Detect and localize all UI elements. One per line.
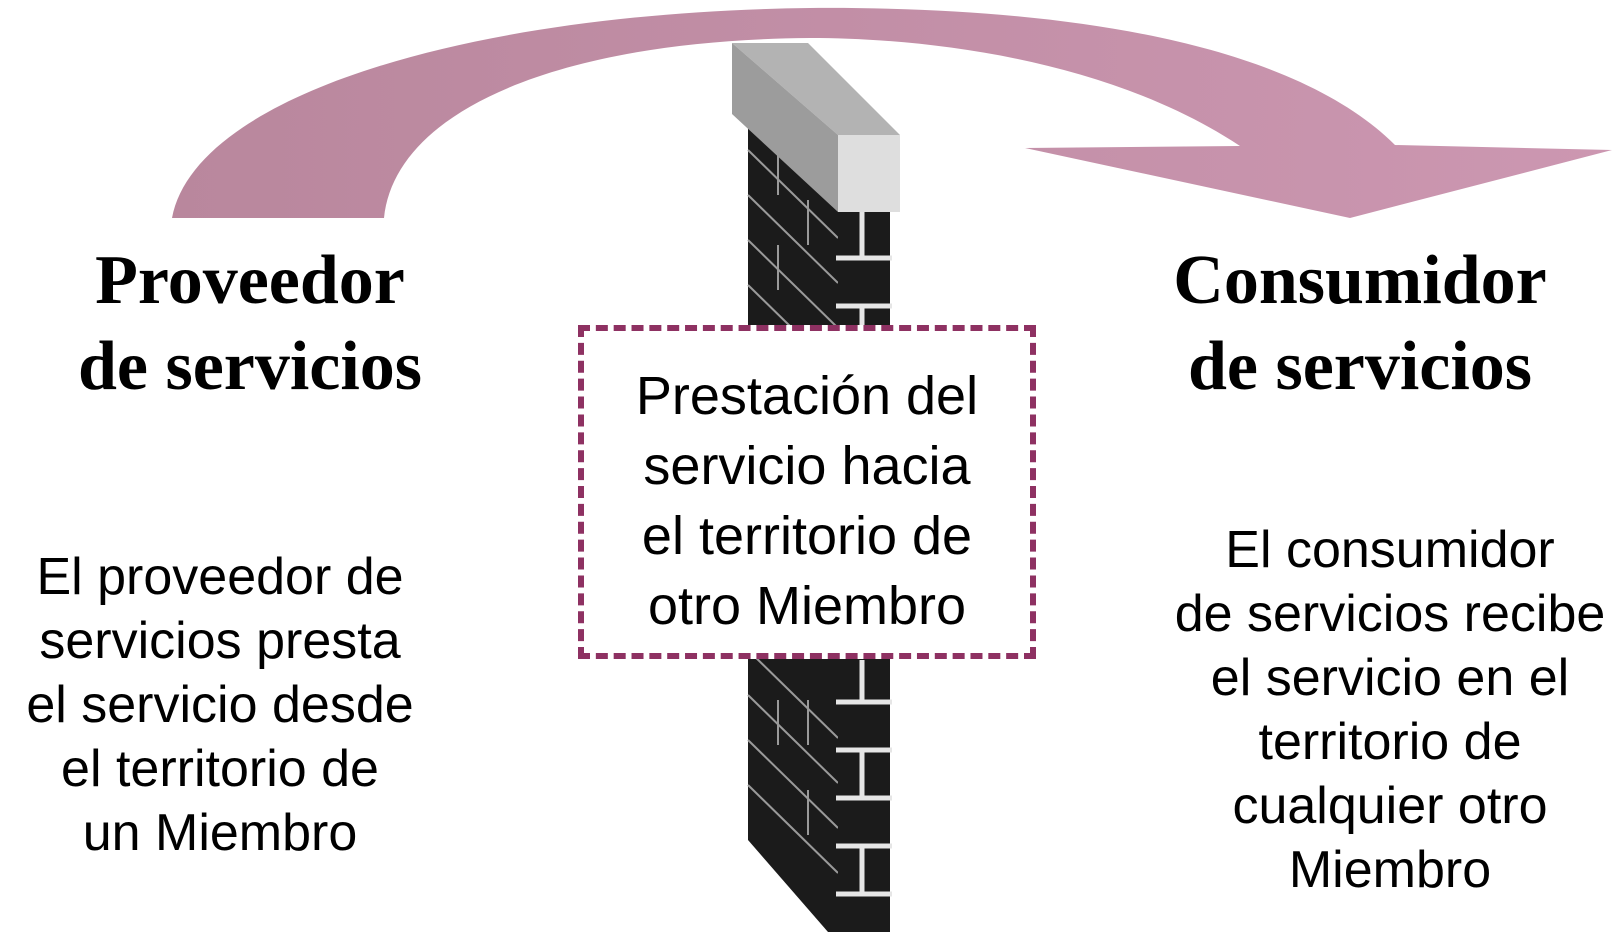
provider-text-line: el territorio de: [61, 740, 379, 798]
consumer-text-line: Miembro: [1288, 841, 1492, 899]
consumer-text-line: el servicio en el: [1210, 649, 1570, 707]
consumer-text-line: territorio de: [1258, 713, 1522, 771]
provider-text-line: un Miembro: [82, 804, 358, 862]
provider-heading: Proveedor de servicios: [40, 238, 460, 410]
consumer-heading: Consumidor de servicios: [1150, 238, 1570, 410]
consumer-text-line: de servicios recibe: [1174, 585, 1606, 643]
service-supply-text: Prestación del servicio hacia el territo…: [584, 361, 1030, 641]
consumer-heading-line: Consumidor: [1173, 242, 1547, 319]
service-supply-line: el territorio de: [641, 506, 973, 566]
provider-text-line: el servicio desde: [26, 676, 414, 734]
provider-heading-line: Proveedor: [95, 242, 405, 319]
service-supply-line: servicio hacia: [643, 436, 971, 496]
consumer-text-line: El consumidor: [1225, 521, 1555, 579]
service-supply-line: Prestación del: [635, 366, 979, 426]
provider-description: El proveedor de servicios presta el serv…: [0, 545, 440, 865]
consumer-text-line: cualquier otro: [1232, 777, 1548, 835]
consumer-heading-line: de servicios: [1187, 328, 1533, 405]
curved-arrow-icon: [172, 7, 1612, 219]
consumer-description: El consumidor de servicios recibe el ser…: [1160, 518, 1620, 902]
service-supply-line: otro Miembro: [647, 576, 967, 636]
service-supply-box: Prestación del servicio hacia el territo…: [578, 325, 1036, 659]
provider-text-line: El proveedor de: [36, 548, 404, 606]
provider-heading-line: de servicios: [77, 328, 423, 405]
provider-text-line: servicios presta: [39, 612, 401, 670]
